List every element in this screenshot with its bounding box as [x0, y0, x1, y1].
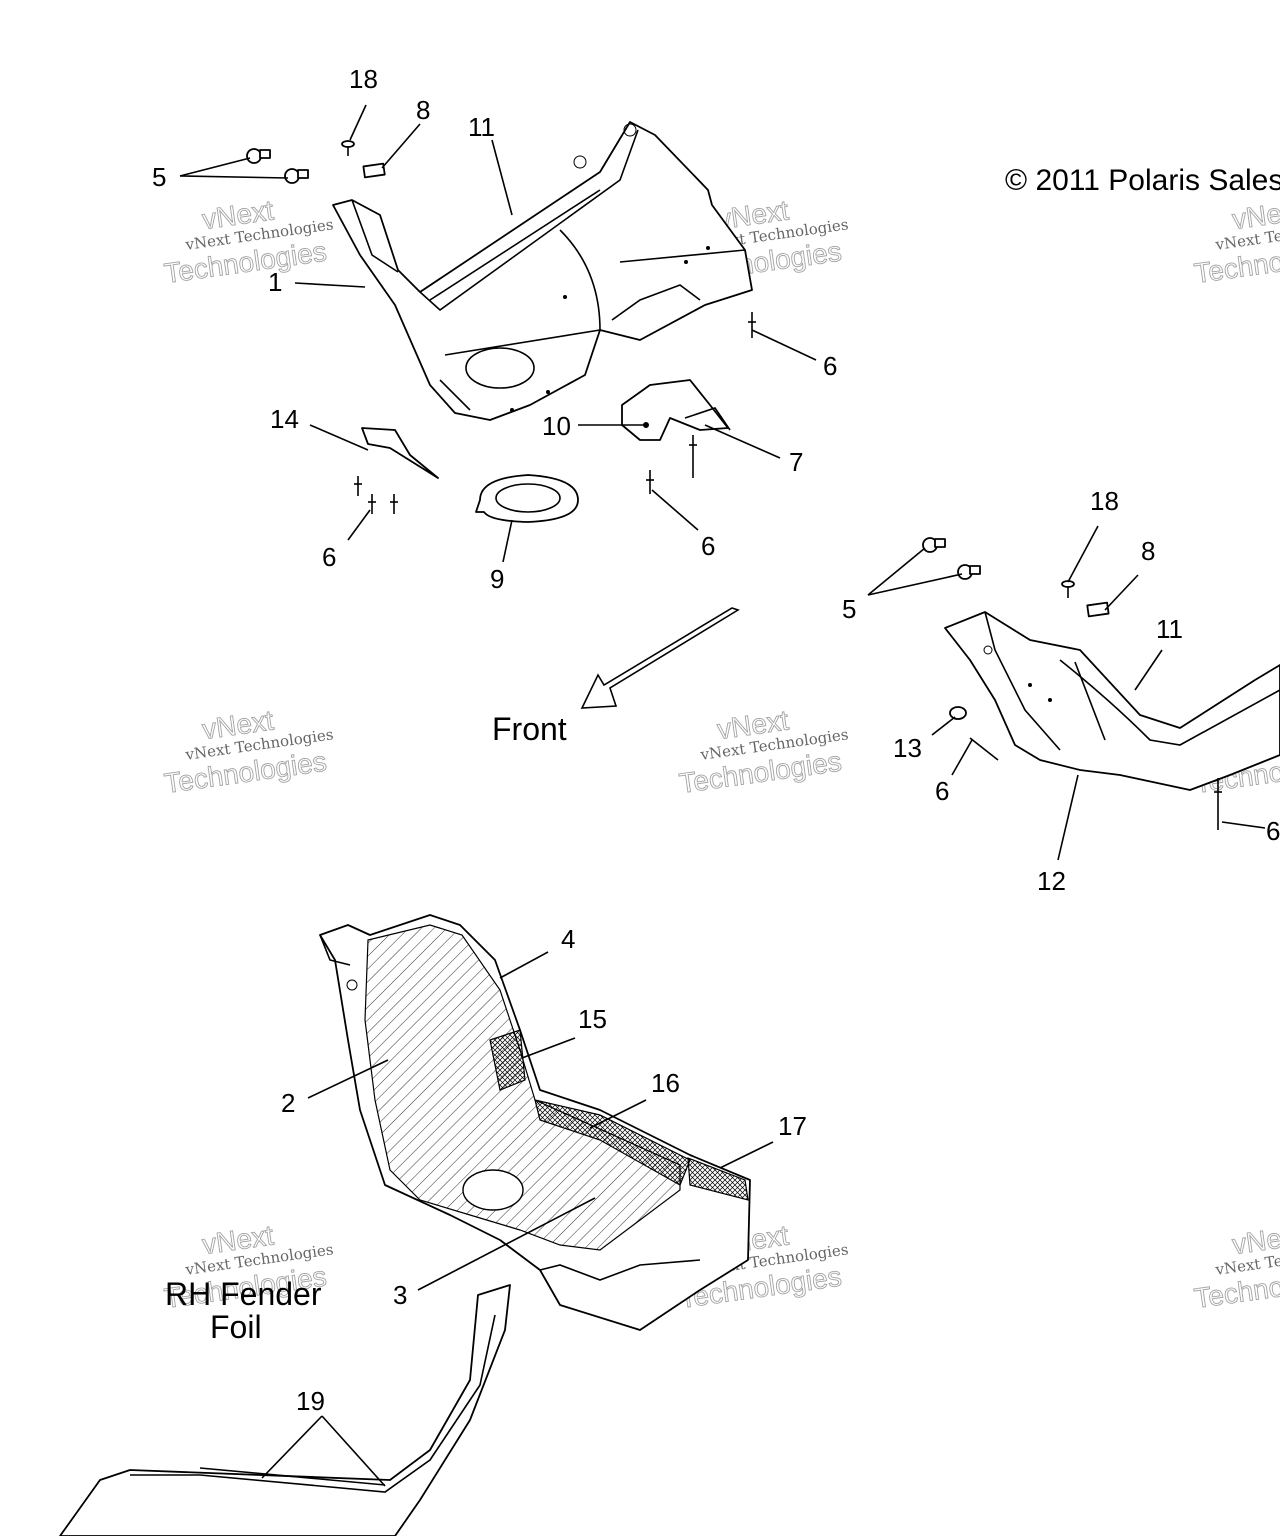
callout-13: 13 — [893, 733, 922, 763]
fender-panel-1 — [332, 121, 753, 421]
callout-16: 16 — [651, 1068, 680, 1098]
front-label: Front — [492, 711, 567, 747]
callout-1: 1 — [268, 267, 282, 297]
leader-lines — [179, 104, 1266, 1487]
callout-4: 4 — [561, 924, 575, 954]
screw-18-icon — [341, 140, 355, 156]
mount-boss-icon — [623, 123, 637, 137]
screw-6-icon — [748, 312, 756, 338]
boot-ring-9 — [475, 474, 579, 523]
callout-10: 10 — [542, 411, 571, 441]
fender-assembly-top — [332, 121, 753, 421]
callout-11: 11 — [1156, 614, 1183, 644]
grommet-13-icon — [949, 706, 967, 720]
callout-14: 14 — [270, 404, 299, 434]
callout-5: 5 — [842, 594, 856, 624]
callout-9: 9 — [490, 564, 504, 594]
callout-19: 19 — [296, 1386, 325, 1416]
callout-12: 12 — [1037, 866, 1066, 896]
fender-foil-assembly — [319, 914, 751, 1331]
callout-7: 7 — [789, 447, 803, 477]
callout-18: 18 — [1090, 486, 1119, 516]
callout-15: 15 — [578, 1004, 607, 1034]
callout-5: 5 — [152, 162, 166, 192]
fender-assembly-right — [944, 611, 1280, 791]
callout-11: 11 — [468, 112, 495, 142]
section-label-line2: Foil — [210, 1309, 262, 1345]
callout-6: 6 — [935, 776, 949, 806]
mount-boss-icon — [573, 155, 587, 169]
callout-2: 2 — [281, 1088, 295, 1118]
screw-6-icon — [354, 476, 398, 514]
copyright-text: © 2011 Polaris Sales — [1005, 164, 1280, 197]
cover-7 — [621, 379, 729, 441]
screw-18-icon — [1061, 580, 1075, 598]
callout-6: 6 — [701, 531, 715, 561]
callout-numbers: 5 18 8 11 1 6 14 10 7 6 6 9 5 18 8 11 13… — [152, 64, 1280, 1416]
clip-8-icon — [362, 162, 386, 179]
callout-17: 17 — [778, 1111, 807, 1141]
screw-6-icon — [969, 737, 1222, 830]
callout-6: 6 — [1266, 816, 1280, 846]
screw-6-icon — [646, 435, 697, 494]
bracket-14 — [361, 427, 439, 479]
front-arrow-icon — [580, 607, 740, 709]
callout-6: 6 — [823, 351, 837, 381]
section-label-line1: RH Fender — [165, 1276, 322, 1312]
callout-6: 6 — [322, 542, 336, 572]
callout-3: 3 — [393, 1280, 407, 1310]
callout-8: 8 — [416, 95, 430, 125]
fender-foil-19 — [59, 1284, 511, 1536]
callout-18: 18 — [349, 64, 378, 94]
callout-8: 8 — [1141, 536, 1155, 566]
push-rivet-5-icons — [922, 537, 981, 580]
push-rivet-5-icons — [246, 148, 309, 184]
